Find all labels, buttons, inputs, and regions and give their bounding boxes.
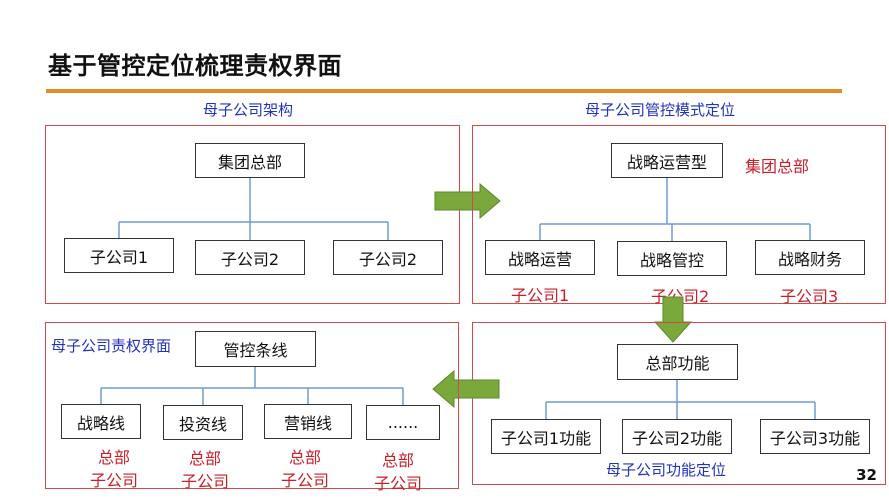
panel-br-caption: 母子公司功能定位 bbox=[606, 461, 727, 479]
node-strategic-operation: 战略运营 bbox=[485, 240, 595, 275]
panel-tr-caption: 母子公司管控模式定位 bbox=[585, 101, 736, 119]
note-sub-3: 子公司 bbox=[281, 471, 330, 490]
note-group-hq: 集团总部 bbox=[745, 157, 810, 176]
panel-function-position bbox=[472, 322, 886, 485]
node-strategic-control: 战略管控 bbox=[617, 241, 727, 276]
node-more-lines: ...... bbox=[366, 405, 440, 440]
note-sub-4: 子公司 bbox=[374, 474, 423, 493]
node-strategy-line: 战略线 bbox=[61, 404, 141, 439]
title-underline bbox=[46, 89, 842, 93]
node-investment-line: 投资线 bbox=[163, 405, 243, 440]
node-subsidiary-1-function: 子公司1功能 bbox=[491, 419, 601, 454]
node-hq-function: 总部功能 bbox=[617, 344, 738, 380]
note-hq-3: 总部 bbox=[289, 448, 322, 467]
note-subsidiary-1: 子公司1 bbox=[511, 286, 570, 305]
node-subsidiary-1: 子公司1 bbox=[64, 238, 174, 273]
panel-bl-caption: 母子公司责权界面 bbox=[51, 337, 172, 355]
panel-org-structure bbox=[45, 125, 460, 304]
node-subsidiary-2b: 子公司2 bbox=[333, 240, 443, 275]
note-hq-4: 总部 bbox=[382, 451, 415, 470]
page-number: 32 bbox=[856, 466, 877, 484]
panel-tl-caption: 母子公司架构 bbox=[203, 101, 294, 119]
note-subsidiary-3: 子公司3 bbox=[780, 287, 839, 306]
note-hq-2: 总部 bbox=[189, 449, 222, 468]
node-marketing-line: 营销线 bbox=[264, 404, 352, 439]
note-hq-1: 总部 bbox=[98, 448, 131, 467]
arrow-right-icon bbox=[434, 183, 501, 219]
note-sub-1: 子公司 bbox=[90, 471, 139, 490]
node-group-hq: 集团总部 bbox=[195, 143, 305, 178]
node-strategic-ops-type: 战略运营型 bbox=[611, 143, 723, 178]
note-sub-2: 子公司 bbox=[181, 472, 230, 491]
node-subsidiary-2-function: 子公司2功能 bbox=[622, 419, 732, 454]
node-subsidiary-2: 子公司2 bbox=[195, 240, 305, 275]
node-strategic-finance: 战略财务 bbox=[755, 240, 865, 275]
panel-responsibility-interface bbox=[45, 322, 459, 489]
node-subsidiary-3-function: 子公司3功能 bbox=[760, 419, 870, 454]
node-control-lines: 管控条线 bbox=[195, 331, 316, 367]
arrow-left-icon bbox=[432, 370, 500, 408]
page-title: 基于管控定位梳理责权界面 bbox=[48, 52, 342, 80]
